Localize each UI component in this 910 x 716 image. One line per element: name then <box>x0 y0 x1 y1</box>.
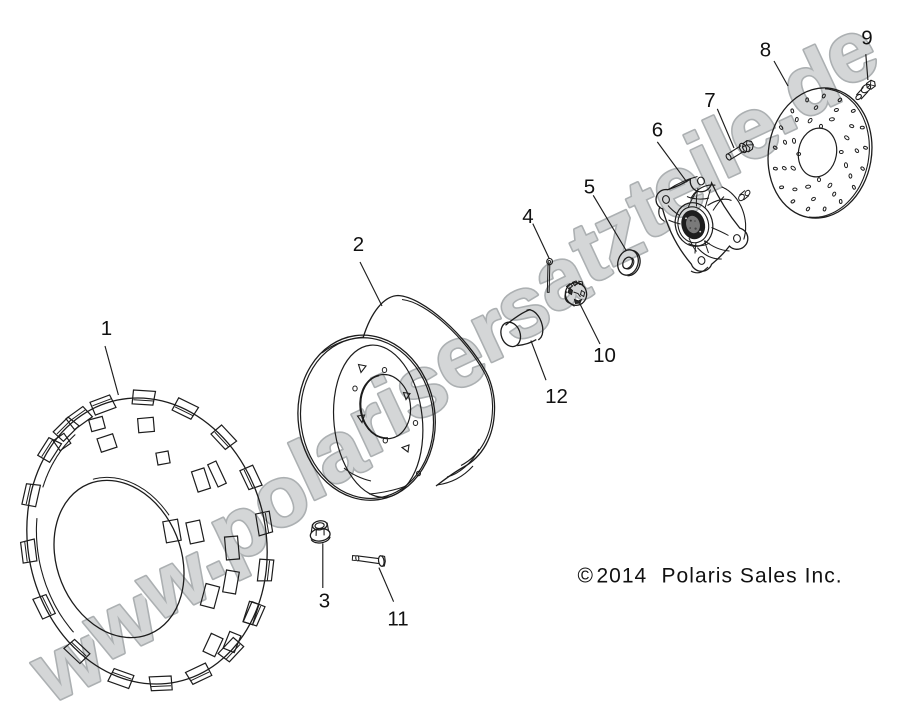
svg-text:10: 10 <box>593 344 616 367</box>
svg-text:2014: 2014 <box>597 564 648 587</box>
svg-text:3: 3 <box>319 589 330 612</box>
svg-text:9: 9 <box>861 26 872 49</box>
svg-text:6: 6 <box>652 118 663 141</box>
svg-text:©: © <box>578 564 594 587</box>
svg-text:8: 8 <box>760 38 771 61</box>
svg-text:7: 7 <box>704 89 715 112</box>
svg-text:4: 4 <box>522 205 533 228</box>
svg-text:11: 11 <box>387 607 408 630</box>
svg-text:5: 5 <box>584 175 595 198</box>
svg-text:Polaris Sales Inc.: Polaris Sales Inc. <box>662 564 843 587</box>
svg-text:1: 1 <box>101 317 112 340</box>
svg-text:2: 2 <box>353 233 364 256</box>
svg-text:12: 12 <box>545 385 568 408</box>
